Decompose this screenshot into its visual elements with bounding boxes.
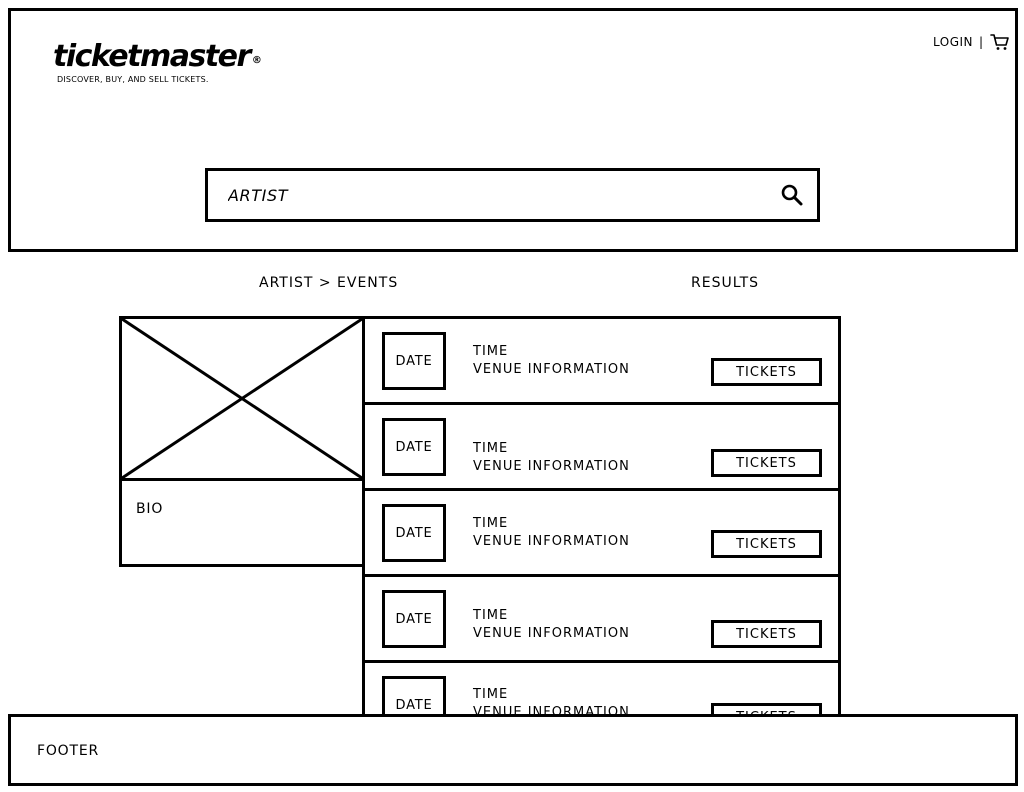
event-venue: VENUE INFORMATION: [473, 362, 630, 377]
event-time: TIME: [473, 608, 509, 623]
event-date: DATE: [382, 504, 446, 562]
event-date: DATE: [382, 332, 446, 390]
breadcrumb[interactable]: ARTIST > EVENTS: [259, 275, 399, 291]
event-date: DATE: [382, 590, 446, 648]
nav-separator: |: [979, 35, 984, 49]
event-time: TIME: [473, 516, 509, 531]
search-icon[interactable]: [780, 183, 804, 207]
footer-label: FOOTER: [37, 743, 100, 759]
search-bar: [205, 168, 820, 222]
event-row: DATE TIME VENUE INFORMATION TICKETS: [362, 402, 841, 491]
shopping-cart-icon[interactable]: [989, 33, 1010, 51]
event-time: TIME: [473, 687, 509, 702]
event-time: TIME: [473, 344, 509, 359]
event-time: TIME: [473, 441, 509, 456]
brand-tagline: DISCOVER, BUY, AND SELL TICKETS.: [57, 75, 209, 84]
site-footer: FOOTER: [8, 714, 1018, 786]
artist-image: [119, 316, 365, 481]
event-venue: VENUE INFORMATION: [473, 534, 630, 549]
artist-bio: BIO: [119, 478, 365, 567]
bio-label: BIO: [136, 501, 164, 517]
registered-mark: ®: [251, 55, 262, 66]
event-row: DATE TIME VENUE INFORMATION TICKETS: [362, 574, 841, 663]
events-list: DATE TIME VENUE INFORMATION TICKETS DATE…: [362, 316, 841, 749]
tickets-button[interactable]: TICKETS: [711, 358, 822, 386]
account-nav: LOGIN |: [933, 33, 1010, 51]
brand-logo[interactable]: ticketmaster®: [53, 41, 262, 73]
event-row: DATE TIME VENUE INFORMATION TICKETS: [362, 488, 841, 577]
login-link[interactable]: LOGIN: [933, 35, 974, 49]
brand-name: ticketmaster: [53, 39, 251, 74]
event-date: DATE: [382, 418, 446, 476]
tickets-button[interactable]: TICKETS: [711, 530, 822, 558]
event-venue: VENUE INFORMATION: [473, 459, 630, 474]
search-input[interactable]: [228, 182, 748, 208]
results-heading: RESULTS: [691, 275, 760, 291]
event-row: DATE TIME VENUE INFORMATION TICKETS: [362, 316, 841, 405]
tickets-button[interactable]: TICKETS: [711, 449, 822, 477]
image-placeholder-icon: [122, 319, 362, 478]
tickets-button[interactable]: TICKETS: [711, 620, 822, 648]
event-venue: VENUE INFORMATION: [473, 626, 630, 641]
